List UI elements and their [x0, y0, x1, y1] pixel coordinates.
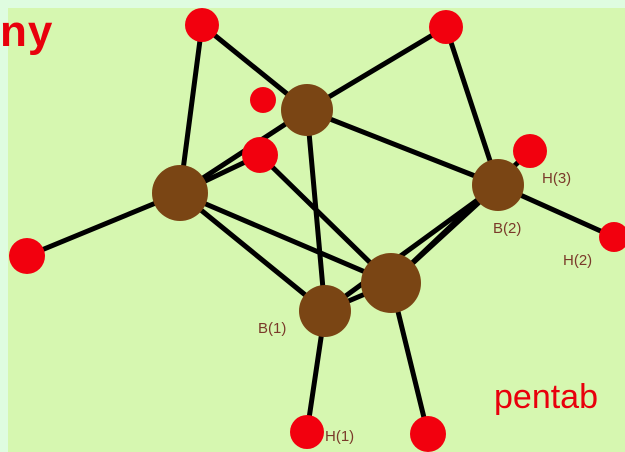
hydrogen-atom-h-left: [9, 238, 45, 274]
atom-labels: B(1) B(2) H(1) H(2) H(3): [258, 170, 592, 445]
hydrogen-atom-h1: [290, 415, 324, 449]
bond-b-left-b-front: [177, 190, 394, 286]
label-b2: B(2): [493, 220, 521, 237]
slide-caption: pentab: [494, 378, 598, 416]
label-h1: H(1): [325, 428, 354, 445]
bond-h-topr-b2: [443, 24, 501, 188]
boron-atom-b-top: [281, 84, 333, 136]
boron-atom-b1: [299, 285, 351, 337]
atoms: [9, 8, 625, 452]
label-h2: H(2): [563, 252, 592, 269]
boron-atom-b2: [472, 159, 524, 211]
bond-h-topr-b-top: [304, 24, 449, 113]
hydrogen-atom-h-mid: [242, 137, 278, 173]
hydrogen-atom-h-topl: [185, 8, 219, 42]
bonds: [24, 22, 617, 437]
slide-title: ny: [0, 7, 54, 56]
bond-h-topl-b-left: [177, 22, 205, 196]
hydrogen-atom-h-bot: [410, 416, 446, 452]
label-h3: H(3): [542, 170, 571, 187]
hydrogen-atom-h-back: [250, 87, 276, 113]
bond-b-top-b2: [304, 107, 501, 188]
boron-atom-b-front: [361, 253, 421, 313]
label-b1: B(1): [258, 320, 286, 337]
bond-h-mid-b-front: [257, 152, 394, 286]
boron-atom-b-left: [152, 165, 208, 221]
hydrogen-atom-h3: [513, 134, 547, 168]
hydrogen-atom-h2: [599, 222, 625, 252]
hydrogen-atom-h-topr: [429, 10, 463, 44]
bond-b-left-b1: [177, 190, 328, 314]
